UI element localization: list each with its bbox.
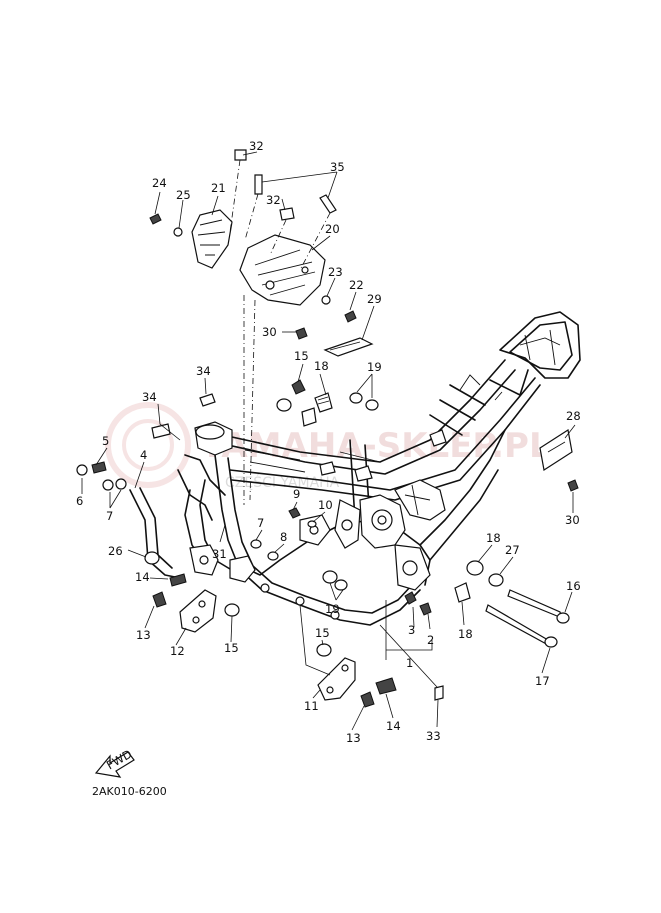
- cowl-stay-assembly: [149, 149, 357, 505]
- pin-35a-icon: [254, 174, 263, 195]
- callout-9: 9: [293, 487, 300, 501]
- callout-1: 1: [406, 656, 413, 670]
- callout-15-bottom: 15: [315, 626, 330, 640]
- callout-30-top: 30: [262, 325, 277, 339]
- callout-24: 24: [152, 176, 167, 190]
- bolt-14b-icon: [375, 677, 397, 695]
- callout-12: 12: [170, 644, 185, 658]
- watermark-text: YAMAHA-SKLEP.PL: [199, 426, 551, 466]
- callout-31: 31: [212, 547, 227, 561]
- callout-16: 16: [566, 579, 581, 593]
- callout-27: 27: [505, 543, 520, 557]
- callout-32-top: 32: [249, 139, 264, 153]
- nut-27-icon: [488, 573, 504, 587]
- bolt-14a-icon: [169, 573, 187, 587]
- plate-29: [295, 327, 374, 357]
- callout-11: 11: [304, 699, 319, 713]
- bolt-16-icon: [507, 589, 563, 620]
- bolt-13b-icon: [360, 691, 375, 708]
- callout-7-mid: 7: [257, 516, 264, 530]
- screw-30b-icon: [567, 479, 579, 492]
- callout-6: 6: [76, 494, 83, 508]
- callout-22: 22: [349, 278, 364, 292]
- clamp-34-icon: [199, 393, 216, 407]
- callout-21: 21: [211, 181, 226, 195]
- cap-33-icon: [434, 685, 444, 701]
- watermark: YAMAHA-SKLEP.PL CZĘŚCI YAMAHA: [105, 402, 551, 491]
- callout-10: 10: [318, 498, 333, 512]
- grommet-32-top-icon: [234, 149, 247, 161]
- callout-13-left: 13: [136, 628, 151, 642]
- leader-lines: [81, 151, 576, 731]
- callout-30-right: 30: [565, 513, 580, 527]
- callout-33: 33: [426, 729, 441, 743]
- pin-35b-icon: [319, 194, 337, 214]
- bracket-11-icon: [317, 657, 356, 701]
- watermark-subtext: CZĘŚCI YAMAHA: [225, 473, 340, 491]
- callouts: 32 35 24 21 25 32 20 23 22 29 30 15 18 1…: [76, 139, 581, 745]
- callout-14-left: 14: [135, 570, 150, 584]
- callout-15-left: 15: [224, 641, 239, 655]
- frame-body: [129, 311, 581, 626]
- callout-29: 29: [367, 292, 382, 306]
- callout-5: 5: [102, 434, 109, 448]
- callout-28: 28: [566, 409, 581, 423]
- damper-15b-icon: [316, 643, 332, 657]
- nut-23-icon: [321, 295, 331, 305]
- callout-18-top: 18: [314, 359, 329, 373]
- callout-25: 25: [176, 188, 191, 202]
- callout-26: 26: [108, 544, 123, 558]
- callout-15-top: 15: [294, 349, 309, 363]
- left-fasteners: [76, 461, 317, 633]
- callout-2: 2: [427, 633, 434, 647]
- fwd-arrow-icon: FWD: [94, 747, 135, 778]
- washer-25-icon: [173, 227, 183, 237]
- label-28-icon: [539, 429, 573, 471]
- screw-30-icon: [295, 327, 308, 340]
- callout-4: 4: [140, 448, 147, 462]
- callout-13-bottom: 13: [346, 731, 361, 745]
- callout-18-bottom: 18: [458, 627, 473, 641]
- bolt-17-icon: [485, 604, 552, 648]
- screw-24-icon: [149, 213, 162, 225]
- callout-35: 35: [330, 160, 345, 174]
- damper-26-icon: [144, 551, 160, 565]
- bracket-12-icon: [179, 589, 217, 633]
- screw-22-icon: [344, 310, 357, 323]
- callout-23: 23: [328, 265, 343, 279]
- callout-32: 32: [266, 193, 281, 207]
- callout-8: 8: [280, 530, 287, 544]
- callout-34-pad: 34: [142, 390, 157, 404]
- callout-17: 17: [535, 674, 550, 688]
- callout-19-bottom: 19: [325, 602, 340, 616]
- pad-34-icon: [151, 423, 171, 439]
- callout-34-clamp: 34: [196, 364, 211, 378]
- grommet-32-icon: [279, 207, 295, 221]
- bolt-13a-icon: [152, 591, 167, 608]
- callout-14-bottom: 14: [386, 719, 401, 733]
- callout-18-right: 18: [486, 531, 501, 545]
- callout-20: 20: [325, 222, 340, 236]
- callout-19-top: 19: [367, 360, 382, 374]
- damper-15a-icon: [224, 603, 240, 617]
- lower-right-fasteners: [316, 429, 579, 708]
- damper-set-top: [151, 379, 379, 439]
- callout-7-left: 7: [106, 509, 113, 523]
- diagram-code: 2AK010-6200: [92, 785, 167, 798]
- callout-3: 3: [408, 623, 415, 637]
